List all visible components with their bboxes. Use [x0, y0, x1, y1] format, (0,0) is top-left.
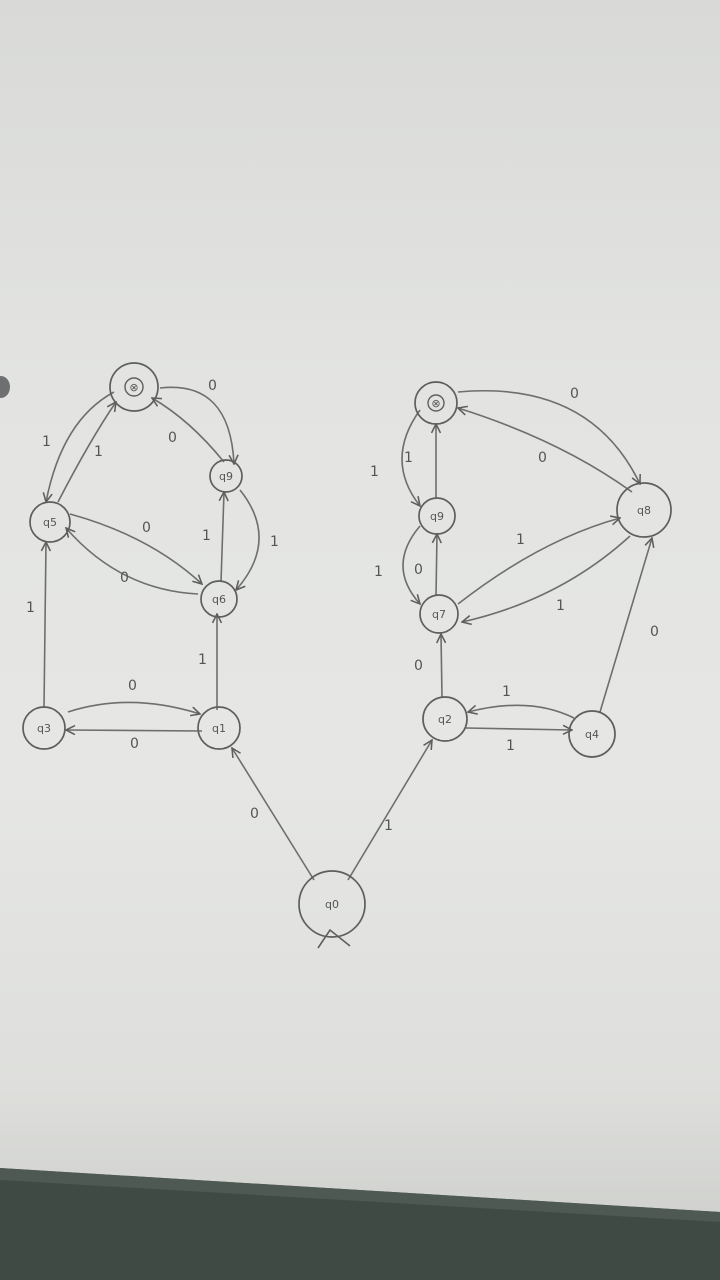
state-label: ⊗ [129, 381, 138, 394]
state-q8: q8 [616, 482, 672, 538]
edge-label: 1 [42, 434, 51, 450]
state-label: q9 [219, 470, 233, 483]
state-label: q2 [438, 713, 452, 726]
state-q7: q7 [419, 594, 459, 634]
state-label: ⊗ [431, 397, 440, 410]
edge-q7-q9b: 0 [414, 534, 437, 597]
edge-label: 0 [650, 624, 659, 640]
edge-q3-q5: 1 [26, 542, 46, 709]
edge-q0-q2: 1 [347, 740, 432, 881]
state-label: q8 [637, 504, 651, 517]
edge-label: 0 [250, 806, 259, 822]
edge-label: 1 [198, 652, 207, 668]
edge-label: 0 [120, 570, 129, 586]
state-label: q4 [585, 728, 599, 741]
edge-q5-q6: 0 [69, 513, 202, 584]
state-q0: q0 [298, 870, 366, 938]
edge-label: 1 [502, 684, 511, 700]
edge-label: 1 [202, 528, 211, 544]
state-label: q0 [325, 898, 339, 911]
edge-q6-q5: 0 [66, 528, 199, 595]
edge-label: 1 [270, 534, 279, 550]
state-label: q1 [212, 722, 226, 735]
edge-q2-q7: 0 [414, 634, 442, 699]
edge-label: 0 [142, 520, 151, 536]
edge-label: 1 [556, 598, 565, 614]
edge-label: 1 [374, 564, 383, 580]
edge-label: 1 [370, 464, 379, 480]
edge-ftop-q9a: 0 [159, 378, 234, 464]
edge-q5-ftop: 1 [57, 402, 116, 503]
edge-q8-fbot: 0 [458, 408, 633, 493]
start-arrow [317, 928, 351, 949]
edge-label: 0 [168, 430, 177, 446]
edge-label: 0 [570, 386, 579, 402]
state-q6: q6 [200, 580, 238, 618]
state-q4: q4 [568, 710, 616, 758]
state-q1: q1 [197, 706, 241, 750]
edge-q4-q2: 1 [468, 684, 575, 719]
edge-q1-q3: 0 [66, 730, 203, 752]
edge-q9b-fbot: 1 [404, 424, 436, 498]
edge-q9a-q6: 1 [236, 489, 279, 590]
edge-q3-q1: 0 [67, 678, 200, 714]
state-label: q3 [37, 722, 51, 735]
edge-label: 0 [414, 562, 423, 578]
edge-q7-q8: 1 [457, 518, 620, 605]
state-q5: q5 [29, 501, 71, 543]
edge-label: 0 [414, 658, 423, 674]
edge-label: 0 [538, 450, 547, 466]
state-q9-top: q9 [209, 459, 243, 493]
edge-label: 1 [384, 818, 393, 834]
edge-q1-q6: 1 [198, 614, 217, 710]
state-label: q5 [43, 516, 57, 529]
edge-q2-q4: 1 [465, 728, 572, 754]
edge-label: 1 [404, 450, 413, 466]
edge-q8-q7: 1 [462, 535, 631, 622]
state-final-bottom: ⊗ [414, 381, 458, 425]
state-label: q9 [430, 510, 444, 523]
state-q2: q2 [422, 696, 468, 742]
edge-q4-q8: 0 [599, 538, 659, 713]
paper-hole-mark [0, 376, 10, 398]
edge-q0-q1: 0 [232, 748, 315, 881]
edge-q9b-q7-loop: 1 [374, 525, 420, 604]
state-q9-bottom: q9 [418, 497, 456, 535]
edge-label: 0 [128, 678, 137, 694]
edge-q9a-ftop: 0 [152, 398, 225, 463]
edge-label: 0 [208, 378, 217, 394]
edge-label: 1 [506, 738, 515, 754]
edge-label: 1 [26, 600, 35, 616]
state-label: q7 [432, 608, 446, 621]
edge-fbot-q8: 0 [457, 386, 640, 484]
edge-label: 1 [94, 444, 103, 460]
state-label: q6 [212, 593, 226, 606]
state-final-top: ⊗ [109, 362, 159, 412]
edge-ftop-q5: 1 [42, 391, 115, 502]
state-q3: q3 [22, 706, 66, 750]
edge-label: 0 [130, 736, 139, 752]
edge-label: 1 [516, 532, 525, 548]
edge-fbot-q9b-loop: 1 [370, 409, 420, 506]
edge-q6-q9a: 1 [202, 492, 224, 583]
